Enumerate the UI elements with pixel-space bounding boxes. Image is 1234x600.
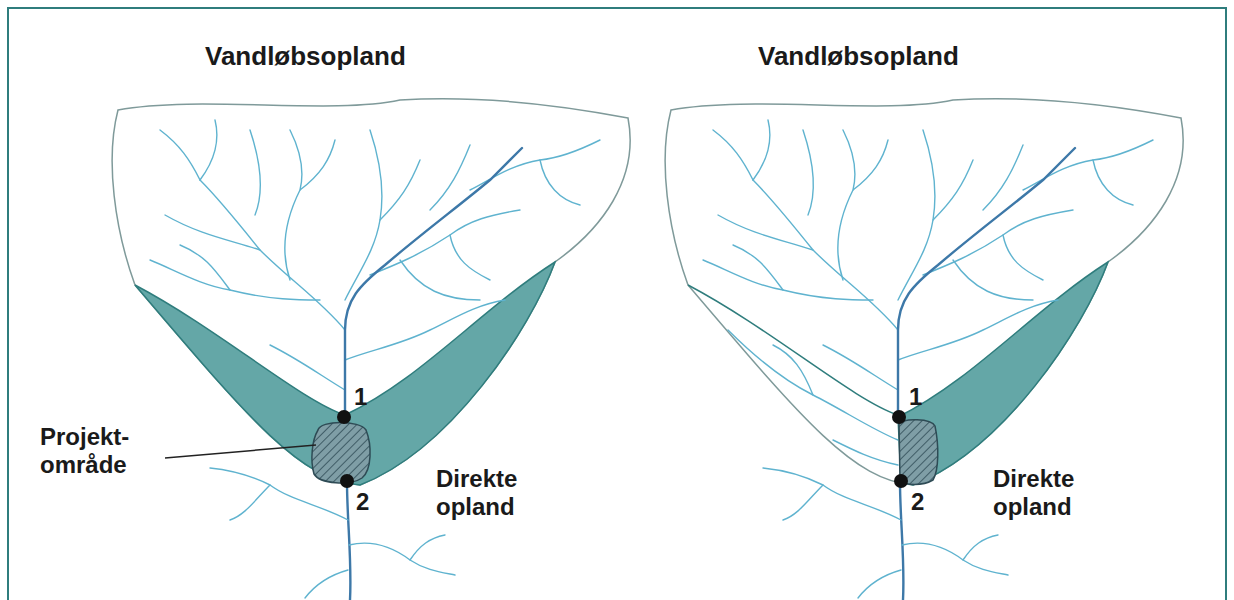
callout-number: 2	[911, 488, 924, 516]
area-label: Direkte opland	[993, 465, 1123, 520]
area-label: Direkte opland	[436, 465, 566, 520]
area-label: Projekt- område	[40, 423, 170, 478]
left-catchment	[112, 99, 630, 600]
callout-number: 1	[909, 383, 922, 411]
callout-number: 1	[354, 383, 367, 411]
catchment-title: Vandløbsopland	[205, 42, 406, 72]
catchment-title: Vandløbsopland	[758, 42, 959, 72]
right-catchment	[665, 99, 1183, 600]
callout-number: 2	[356, 488, 369, 516]
